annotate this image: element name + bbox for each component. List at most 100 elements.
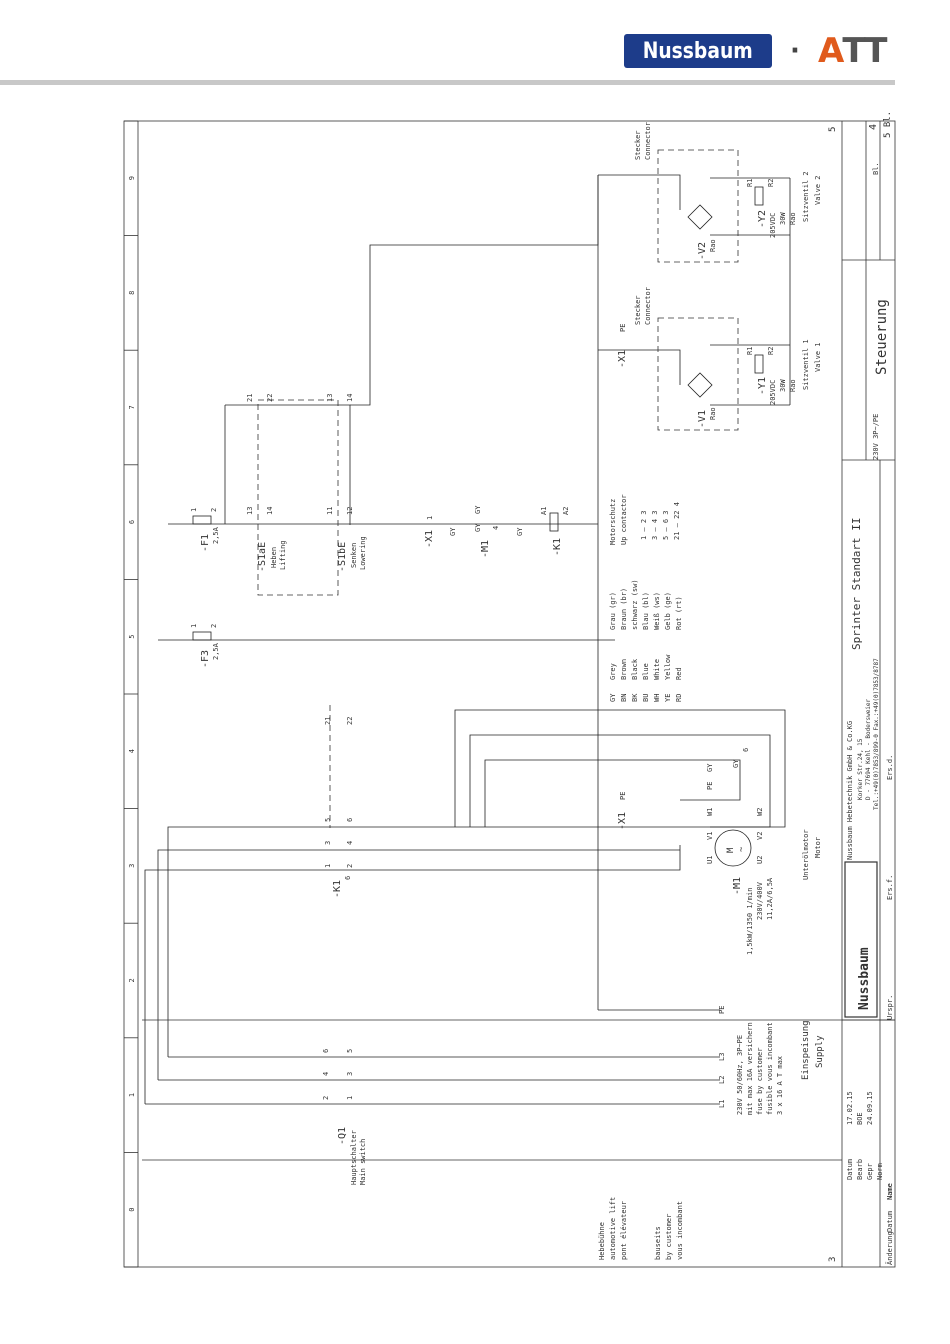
f1-rating: 2,5A [212,526,220,544]
nussbaum-logo: Nussbaum [624,34,772,68]
fuse-f3 [192,631,212,641]
color-de-0: Grau (gr) [609,592,617,630]
k1-main-t3: 3 [324,841,332,845]
grid-ticks [124,120,138,1268]
connector2-de: Stecker [634,130,642,160]
supply-l1: L1 [718,1100,726,1108]
color-code-1: BN [620,694,628,702]
labels: Hebebühne automotive lift pont élévateur… [190,111,894,1265]
supply-pe: PE [718,1006,726,1014]
k1-main-t5: 5 [324,818,332,822]
f3-t2: 2 [210,624,218,628]
k1-main-t6: 6 [346,818,354,822]
y2-spec1: 205VDC [769,213,777,238]
coil-k1 [549,512,559,532]
wire-valve1-pe [598,349,681,385]
legend-left-2-2: vous incombant [676,1201,684,1260]
tb-phone: Tel.:+49(0)7853/899-0 Fax.:+49(0)7853/87… [873,658,880,810]
m1-tag: -M1 [732,877,743,895]
supply-title-de: Einspeisung [801,1020,811,1080]
dashed-boxes [257,149,739,828]
title-block-logo: Nussbaum [844,861,878,1018]
supply-note-3: fusible vous incombant [766,1022,774,1115]
s1b-t11: 11 [326,507,334,515]
q1-t3: 3 [346,1072,354,1076]
y1-tag: -Y1 [757,377,768,395]
s1a-t13: 13 [246,507,254,515]
k1-aux-t21: 21 [324,717,332,725]
q1-t2: 2 [322,1096,330,1100]
s1a-desc2: Lifting [279,540,287,570]
tb-sheet-no: 4 [868,124,879,130]
m1-gy1: GY [706,763,714,772]
color-en-1: Brown [620,659,628,680]
tb-row-name: Name [886,1183,894,1200]
x1-valves-tag: -X1 [617,350,628,368]
s1a-desc1: Heben [270,547,278,568]
att-logo: ATT [818,31,887,71]
s1a-t14: 14 [266,507,274,515]
k1-main-t4: 4 [346,841,354,845]
y2-spec2: 30W [779,212,787,225]
m1-desc1: Unterölmotor [802,829,810,880]
coil-y1 [754,354,764,374]
x1-motor-pe: PE [619,792,627,800]
v1-rao: Rao [709,407,717,420]
tb-row-norm: Norm [876,1163,884,1180]
tb-footer-ers-d: Ers.d. [886,755,894,780]
color-code-2: BK [631,693,639,702]
wire-valve2-pe [598,174,681,210]
contactor-row-1: 3 — 4 3 [651,510,659,540]
x1-ctrl-gy: GY [449,527,457,536]
fuse-f1 [192,515,212,525]
color-de-2: schwarz (sw) [631,579,639,630]
connector1-en: Connector [644,287,652,325]
legend-left-2-1: by customer [665,1214,673,1260]
color-de-1: Braun (br) [620,588,628,630]
m1-spec1: 1,5kW/1350 1/min [746,888,754,955]
y1-spec1: 205VDC [769,380,777,405]
grid-label: 9 [128,176,136,180]
tb-val-gepr: 24.09.15 [866,1091,874,1125]
q1-t4: 4 [322,1072,330,1076]
k1-coil-tag: -K1 [552,538,563,556]
brand-separator: · [790,36,800,66]
rectifier-v1 [687,372,713,398]
supply-note-1: mit max 16A versichern [746,1022,754,1115]
tb-address1: Korker Str.24, 15 [857,738,864,800]
tb-row-gepr: Gepr [866,1163,874,1180]
m1-tilde: ~ [737,846,747,852]
color-en-6: Red [675,667,683,680]
k1-aux-t22: 22 [346,717,354,725]
tb-footer-urspr: Urspr. [886,995,894,1020]
s1b-t13: 13 [326,394,334,402]
k1-main-tag: -K1 [332,880,343,898]
grid-label: 8 [128,291,136,295]
supply-note-2: fuse by customer [756,1048,764,1115]
q1-desc1: Hauptschalter [350,1130,358,1185]
color-code-5: YE [664,694,672,702]
m1-v1: V1 [706,832,714,840]
k1-coil-a2: A2 [562,507,570,515]
s1a-tag: -S1aE [257,542,268,572]
grid-label: 6 [128,520,136,524]
y2-desc2: Valve 2 [814,175,822,205]
connector2-en: Connector [644,122,652,160]
color-en-2: Black [631,658,639,680]
m1-thermal-ref: 6 [742,748,750,752]
tb-row-bearb: Bearb [856,1159,864,1180]
m1-ctrl-gy1: GY [474,505,482,514]
m1-spec2: 230V/400V [756,881,764,920]
grid-label: 5 [128,634,136,638]
k1-main-t1: 1 [324,864,332,868]
m1-v2: V2 [756,832,764,840]
tb-footer-aenderung: Änderung [885,1231,894,1265]
s1a-t21: 21 [246,394,254,402]
tb-val-bearb: BOE [856,1112,864,1125]
y2-r1: R1 [746,179,754,187]
legend-left-1-2: pont élévateur [620,1201,628,1260]
m1-ctrl-tag: -M1 [480,540,491,558]
wire-l1 [144,845,681,1104]
f1-t1: 1 [190,508,198,512]
